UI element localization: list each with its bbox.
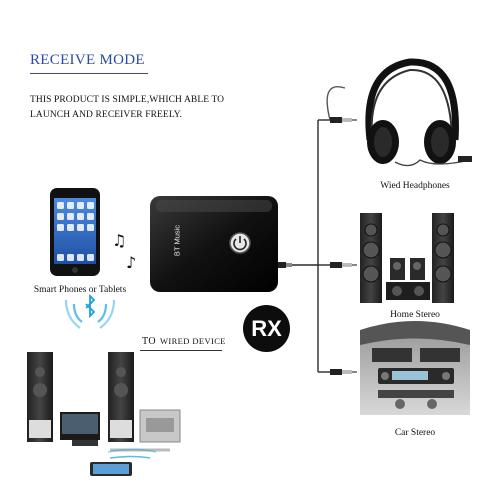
rx-mode-badge: RX [243,305,290,352]
power-button-icon [229,232,251,254]
audio-jack-device [276,262,292,268]
bluetooth-icon [64,293,116,329]
svg-text:♫: ♫ [112,231,126,250]
description: THIS PRODUCT IS SIMPLE,WHICH ABLE TO LAU… [30,93,224,123]
headphones-caption: Wied Headphones [380,181,450,191]
car-stereo-caption: Car Stereo [394,428,436,438]
audio-jack-stereo [330,262,357,268]
svg-text:♪: ♪ [126,253,136,272]
description-line-2: LAUNCH AND RECEIVER FREELY. [30,110,182,120]
car-stereo-illustration [360,321,470,415]
output-cables [292,86,346,373]
headphones-illustration [365,58,472,167]
to-wired-device-underline [140,350,222,351]
device-label: BT Music [172,224,182,257]
smartphone-caption: Smart Phones or Tablets [33,285,127,295]
home-stereo-illustration [360,213,454,303]
description-line-1: THIS PRODUCT IS SIMPLE,WHICH ABLE TO [30,95,225,105]
smartphone-illustration [50,188,100,276]
bt-receiver-device [150,196,278,292]
music-notes-icon: ♫ ♪ [112,231,136,272]
title-underline [30,73,148,74]
wired-device-text: WIRED DEVICE [159,336,226,346]
audio-jack-car [330,369,357,375]
audio-jack-headphones [330,117,357,123]
to-text: TO [142,336,156,347]
desktop-system-illustration [27,352,181,476]
home-stereo-caption: Home Stereo [390,310,440,320]
page-title: RECEIVE MODE [30,52,145,68]
